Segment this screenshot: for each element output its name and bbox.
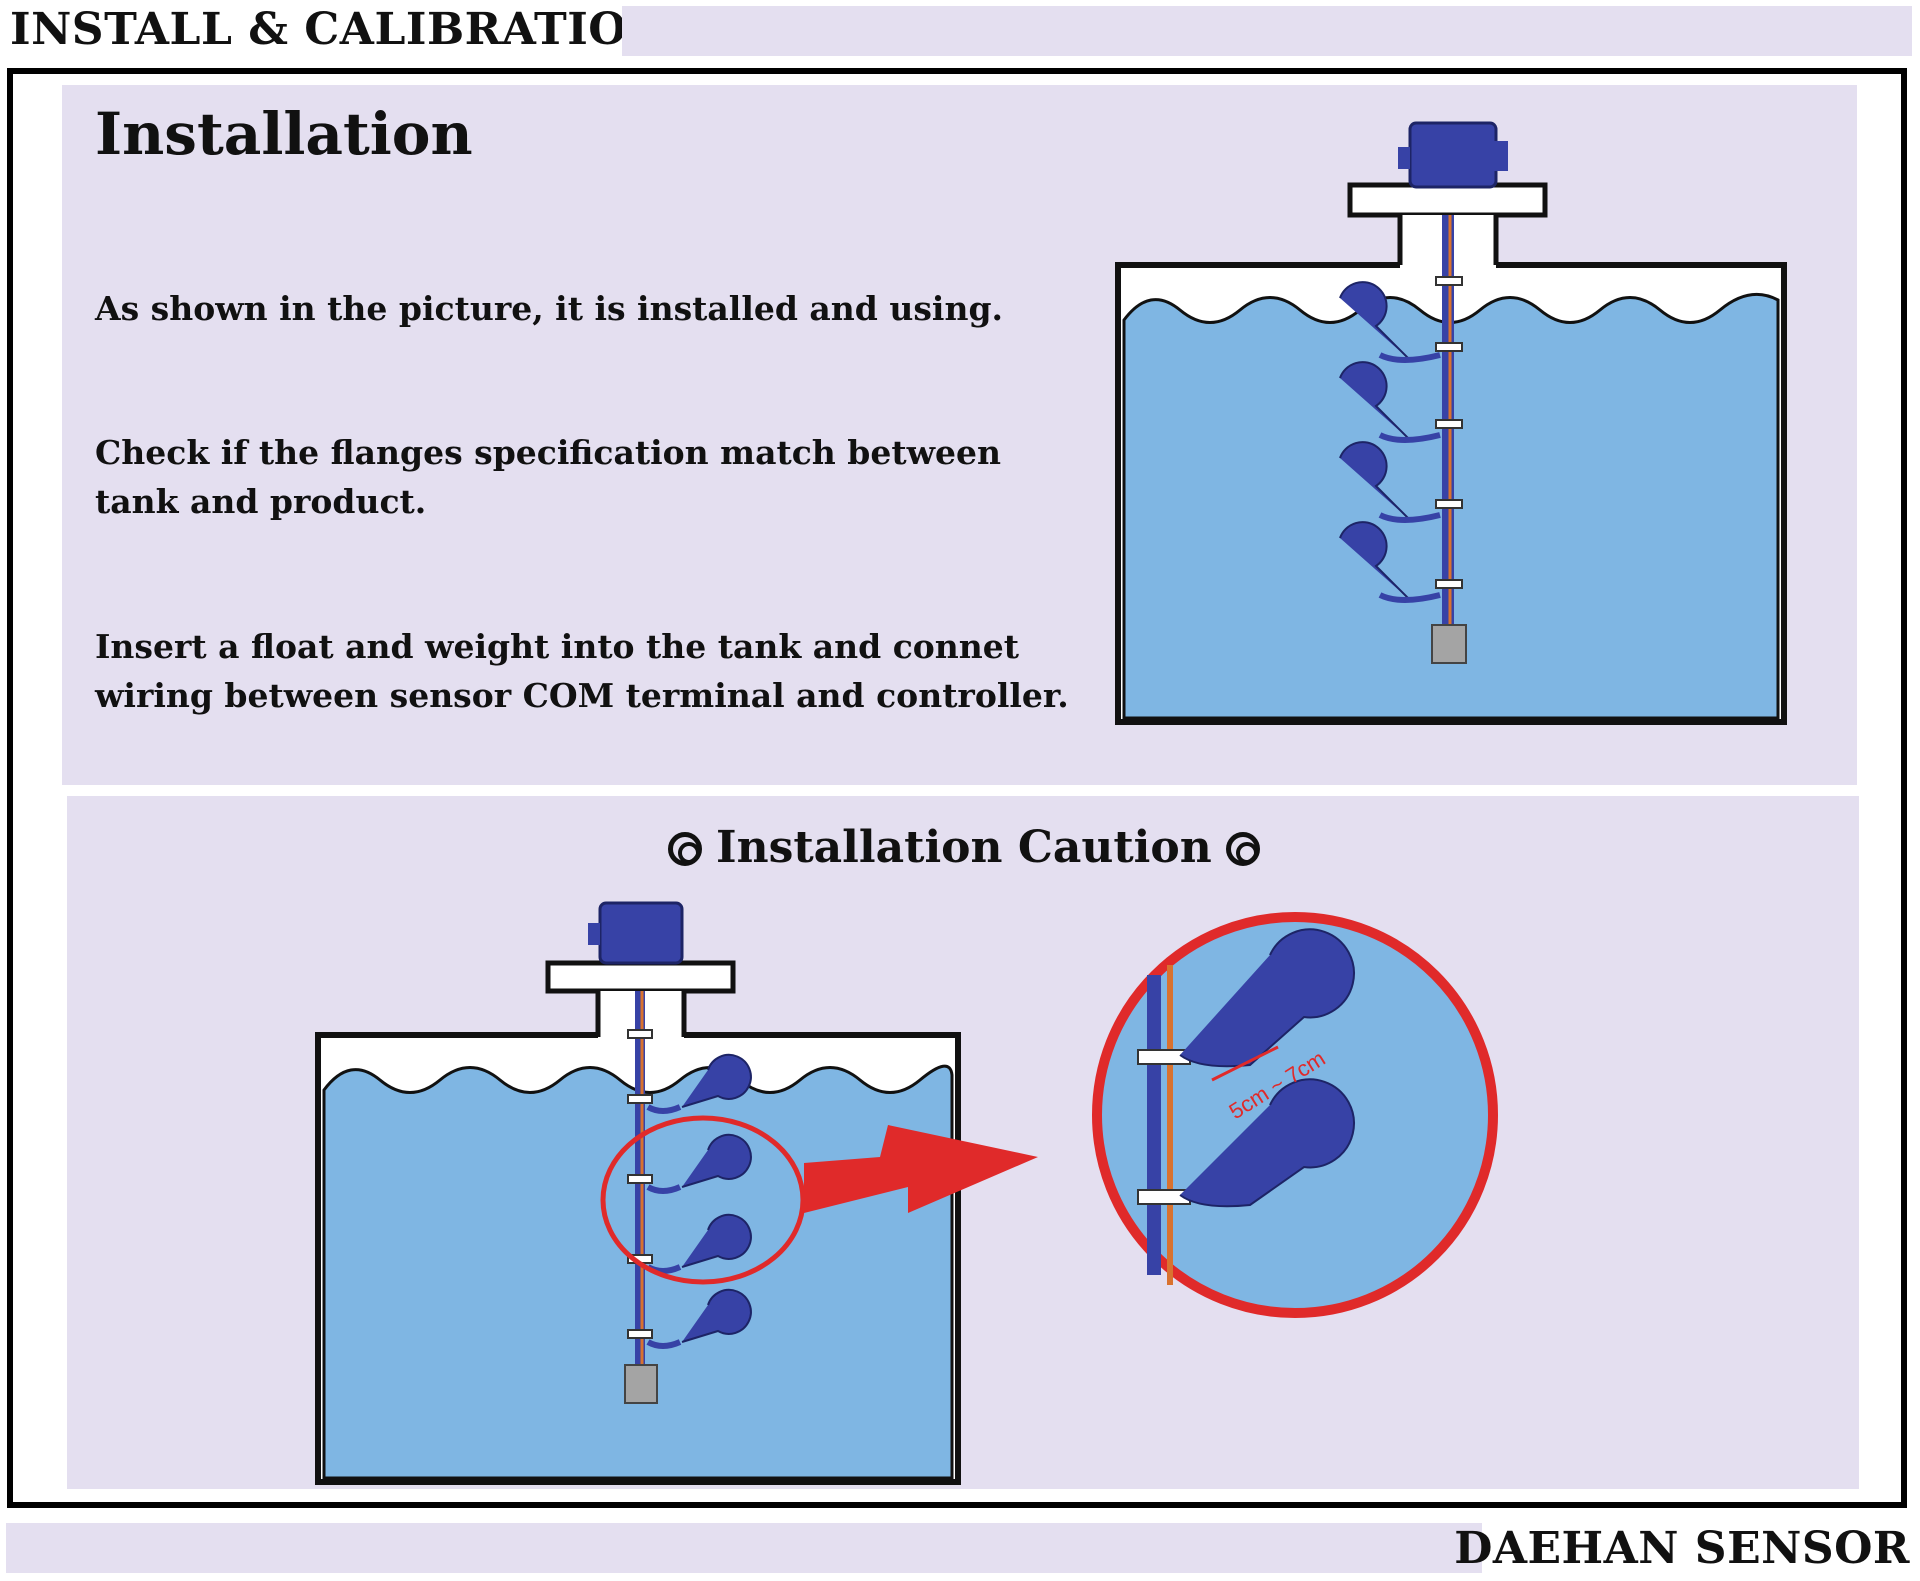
arrow-right-icon: [804, 1125, 1038, 1213]
caution-title-text: Installation Caution: [716, 822, 1212, 873]
footer-band: [6, 1523, 1482, 1573]
magnified-inset: 5cm ~ 7cm: [1092, 912, 1498, 1318]
installation-step-1: As shown in the picture, it is installed…: [95, 289, 1004, 328]
caution-title: Installation Caution: [668, 822, 1260, 873]
sensor-rod: [1442, 215, 1454, 645]
highlight-circle: [600, 1115, 806, 1285]
rod-clamps: [627, 1029, 653, 1339]
double-circle-icon: [668, 832, 702, 866]
float-icons: [1339, 281, 1441, 603]
caution-diagram: 5cm ~ 7cm: [315, 901, 1498, 1485]
header-band: [622, 6, 1912, 56]
sensor-head-icon: [588, 901, 684, 965]
weight-icon: [1431, 624, 1467, 664]
header-title: INSTALL & CALIBRATION: [10, 4, 668, 55]
installation-step-2: Check if the flanges specification match…: [95, 433, 1001, 521]
rod-clamps: [1435, 276, 1463, 589]
weight-icon: [624, 1364, 658, 1404]
footer-brand: DAEHAN SENSOR: [1454, 1523, 1910, 1574]
content-frame: [7, 68, 1907, 1508]
double-circle-icon: [1225, 832, 1260, 866]
installation-title: Installation: [95, 100, 473, 168]
installation-tank-diagram: [1115, 121, 1787, 725]
sensor-head-icon: [1398, 121, 1508, 189]
float-icons: [646, 1053, 752, 1349]
installation-step-3: Insert a float and weight into the tank …: [95, 627, 1069, 715]
